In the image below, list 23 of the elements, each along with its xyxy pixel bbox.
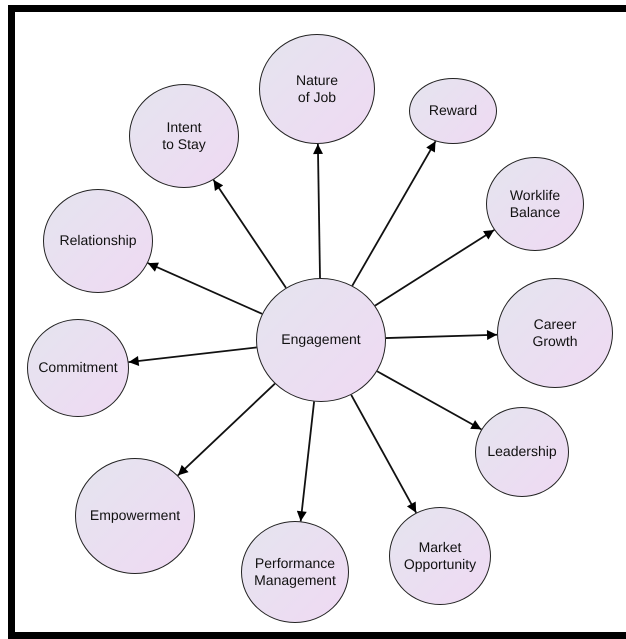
arrow — [128, 346, 257, 366]
concept-label: Nature of Job — [294, 72, 340, 106]
concept-label: Career Growth — [531, 316, 579, 350]
concept-label: Worklife Balance — [508, 186, 562, 222]
concept-label: Reward — [428, 102, 478, 120]
arrow — [296, 402, 315, 522]
concept-label: Empowerment — [90, 507, 180, 525]
arrow — [352, 140, 436, 286]
arrow — [212, 179, 287, 288]
concept-label: Commitment — [38, 359, 118, 377]
concept-label: Market Opportunity — [402, 538, 478, 574]
concept-label: Leadership — [487, 443, 557, 461]
arrow — [147, 262, 262, 315]
arrow — [177, 383, 276, 476]
concept-label: Intent to Stay — [161, 118, 207, 154]
arrow — [350, 394, 417, 514]
arrow — [386, 330, 498, 340]
concept-label: Relationship — [59, 232, 137, 250]
arrow — [313, 144, 324, 278]
concept-label: Engagement — [281, 331, 361, 349]
arrow — [376, 370, 482, 430]
arrow — [374, 229, 495, 306]
concept-label: Performance Management — [253, 554, 337, 590]
